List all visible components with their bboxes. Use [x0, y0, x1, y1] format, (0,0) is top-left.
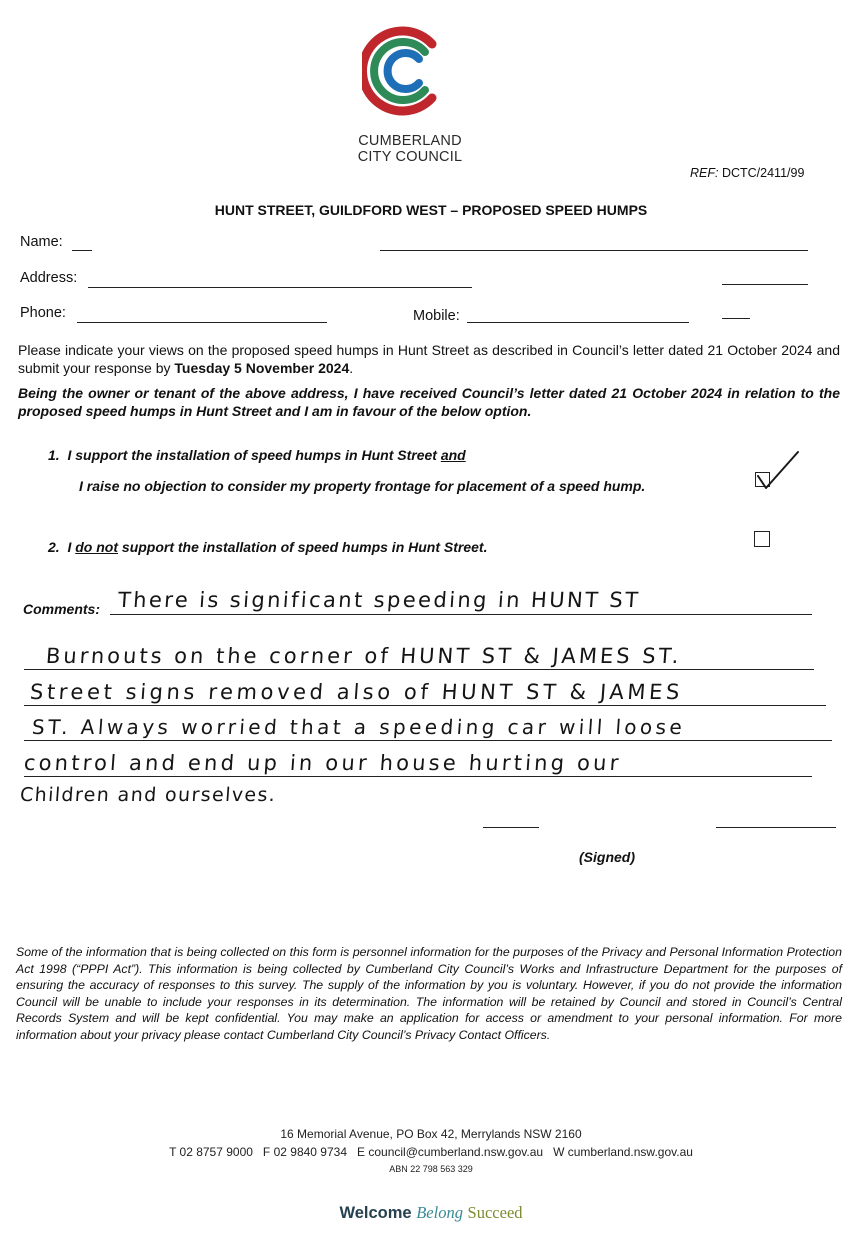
tagline: Welcome Belong Succeed	[0, 1203, 862, 1223]
ref-label: REF:	[690, 166, 719, 180]
comment-rule-1	[110, 614, 812, 615]
option-2-not: do not	[75, 539, 119, 555]
comments-label: Comments:	[23, 601, 101, 617]
signature-line-1[interactable]	[483, 827, 539, 828]
name-field-short[interactable]	[72, 250, 92, 251]
option-2-text: support the installation of speed humps …	[118, 539, 488, 555]
comment-line-4: ST. Always worried that a speeding car w…	[31, 715, 687, 739]
option-1-line-1: 1. I support the installation of speed h…	[48, 447, 466, 463]
checkmark-icon	[757, 451, 799, 489]
comment-rule-3	[24, 705, 826, 706]
council-name: CUMBERLAND CITY COUNCIL	[300, 133, 520, 165]
comment-line-6: Children and ourselves.	[19, 784, 278, 806]
address-field[interactable]	[88, 287, 472, 288]
mobile-field[interactable]	[467, 322, 689, 323]
comment-line-1: There is significant speeding in HUNT ST	[117, 588, 642, 612]
footer-contacts: T 02 8757 9000 F 02 9840 9734 E council@…	[169, 1145, 693, 1159]
ref-value: DCTC/2411/99	[721, 166, 805, 180]
signature-line-2[interactable]	[716, 827, 836, 828]
address-field-extra[interactable]	[722, 284, 808, 285]
option-2-pre: I	[67, 539, 76, 555]
tagline-welcome: Welcome	[339, 1204, 412, 1222]
option-1-and: and	[440, 447, 466, 463]
comment-rule-4	[24, 740, 832, 741]
option-1-number: 1.	[48, 447, 60, 463]
option-2-checkbox[interactable]	[754, 531, 770, 547]
signed-label: (Signed)	[579, 849, 635, 865]
tagline-succeed: Succeed	[467, 1203, 523, 1222]
comment-line-5: control and end up in our house hurting …	[23, 751, 623, 775]
declaration: Being the owner or tenant of the above a…	[18, 385, 840, 419]
form-title: HUNT STREET, GUILDFORD WEST – PROPOSED S…	[214, 202, 648, 218]
org-line-1: CUMBERLAND	[358, 133, 462, 149]
phone-field[interactable]	[77, 322, 327, 323]
instructions: Please indicate your views on the propos…	[18, 341, 840, 377]
option-1-text: I support the installation of speed hump…	[67, 447, 441, 463]
name-label: Name:	[20, 234, 63, 250]
privacy-notice: Some of the information that is being co…	[16, 945, 842, 1042]
phone-label: Phone:	[20, 305, 66, 321]
comment-rule-5	[24, 776, 812, 777]
tagline-belong: Belong	[416, 1203, 463, 1222]
option-1-checkbox[interactable]	[755, 472, 770, 487]
comment-line-3: Street signs removed also of HUNT ST & J…	[29, 680, 684, 704]
mobile-label: Mobile:	[413, 308, 460, 324]
option-2-line: 2. I do not support the installation of …	[48, 539, 487, 555]
mobile-field-extra[interactable]	[722, 318, 750, 319]
org-line-2: CITY COUNCIL	[357, 149, 463, 165]
council-logo	[358, 22, 452, 120]
option-2-number: 2.	[48, 539, 60, 555]
comment-rule-2	[24, 669, 814, 670]
footer-abn: ABN 22 798 563 329	[389, 1164, 473, 1174]
deadline: Tuesday 5 November 2024	[174, 360, 350, 376]
comment-line-2: Burnouts on the corner of HUNT ST & JAME…	[45, 644, 683, 668]
footer-address: 16 Memorial Avenue, PO Box 42, Merryland…	[280, 1127, 582, 1141]
instructions-end: .	[349, 360, 354, 376]
address-label: Address:	[20, 270, 78, 286]
option-1-line-2: I raise no objection to consider my prop…	[79, 478, 646, 494]
instructions-text: Please indicate your views on the propos…	[18, 342, 840, 376]
reference-number: REF: DCTC/2411/99	[690, 166, 804, 180]
name-field[interactable]	[380, 250, 808, 251]
